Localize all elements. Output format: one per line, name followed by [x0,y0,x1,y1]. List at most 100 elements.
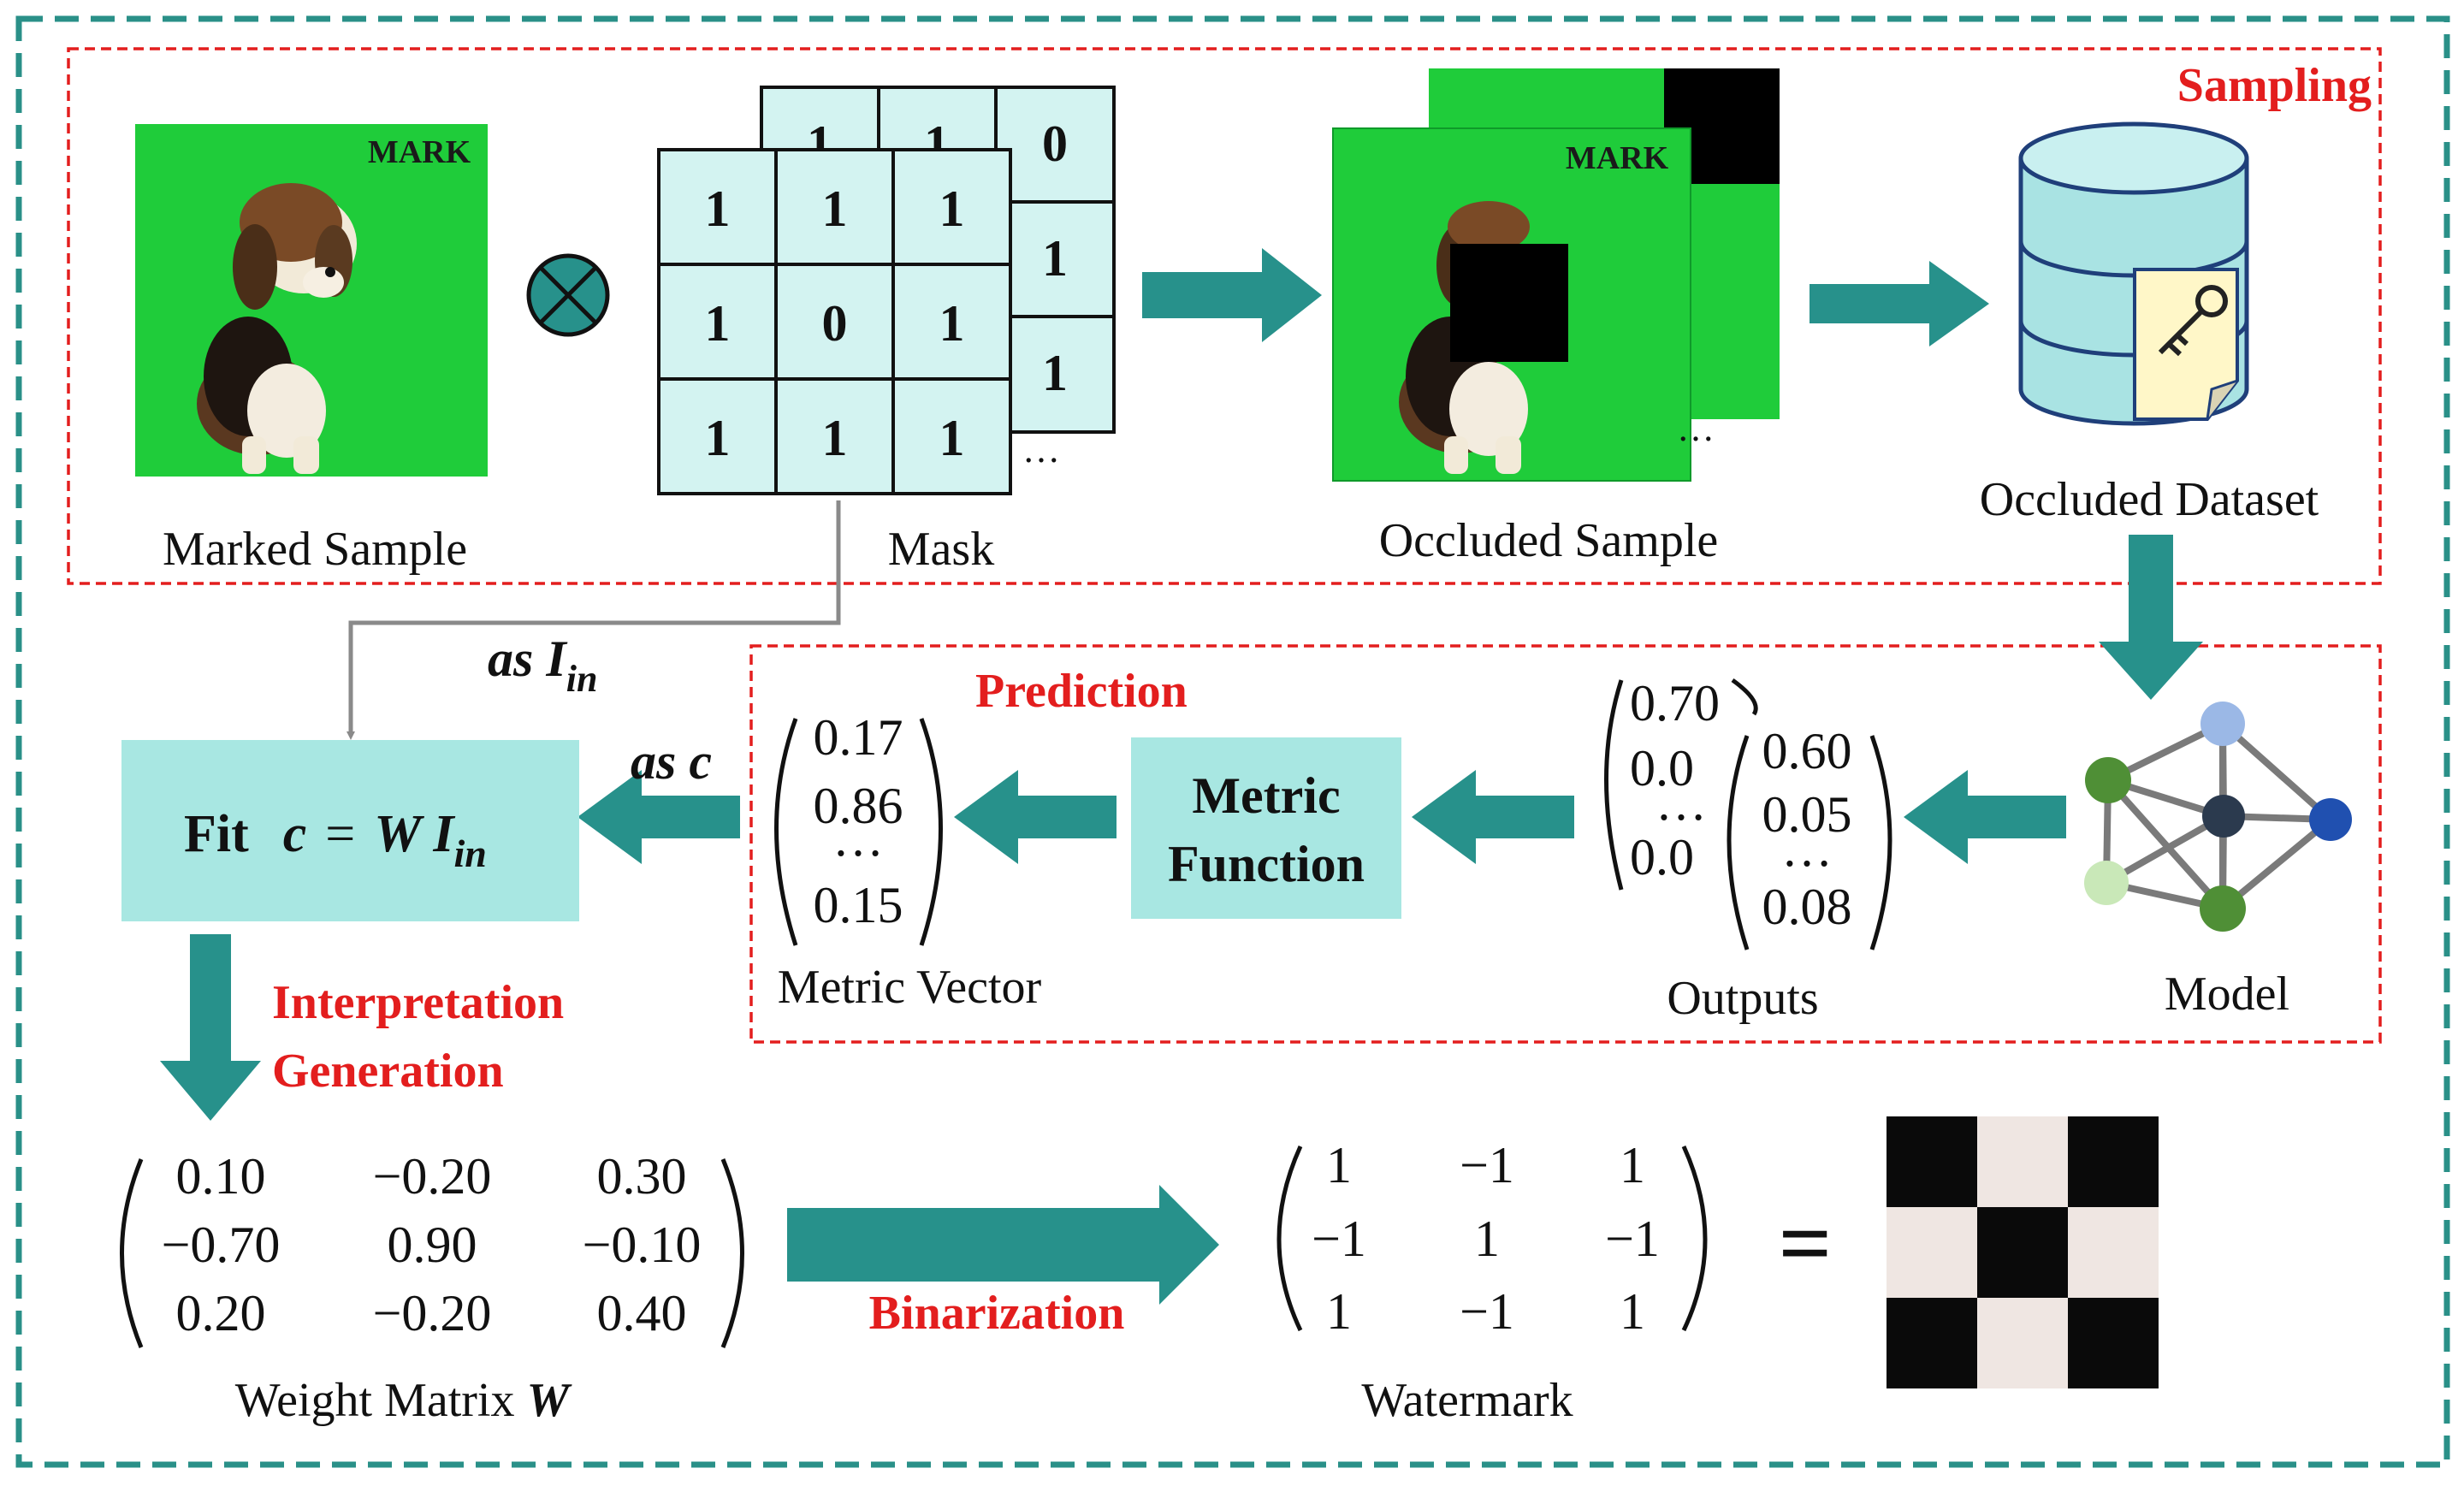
arrow-down [2099,535,2203,700]
mask-back-cell: 1 [1042,230,1068,287]
mask-cell [891,263,1012,381]
as-c-label: as c [631,733,712,790]
key-document-icon [2133,268,2239,421]
outputs-front-value: 0.05 [1762,786,1852,843]
checker-cell [1886,1116,1977,1207]
watermark-matrix-value: −1 [1460,1137,1514,1193]
weight-matrix-value: −0.20 [373,1285,492,1341]
occluded-sample-label: Occluded Sample [1379,514,1719,567]
watermark-label: Watermark [1361,1374,1573,1427]
interpretation-line1: Interpretation [272,976,564,1029]
as-iin-label: as Iin [488,631,597,700]
prediction-title: Prediction [975,665,1188,718]
arrow-left [954,770,1116,864]
mask-cell [657,377,778,495]
outputs-front-value: … [1781,820,1833,877]
weight-matrix-value: 0.30 [597,1148,687,1205]
arrow-left [1904,770,2066,864]
mask-cell-value: 1 [939,410,965,466]
checker-cell [2068,1298,2159,1388]
marked-sample-image: MARK [135,124,488,477]
sampling-region [67,47,2382,585]
mask-cell-value: 1 [705,410,731,466]
outputs-label: Outputs [1667,972,1818,1025]
watermark-matrix-value: −1 [1312,1211,1366,1267]
outer-frame [15,15,2450,1468]
mask-cell [657,263,778,381]
watermark-matrix-value: 1 [1474,1211,1500,1267]
metric-function-line1: Metric [1192,767,1340,824]
metric-function-box [1131,737,1401,919]
prediction-region [749,644,2382,1044]
arrow-right [1810,261,1989,346]
mask-cell-value: 1 [705,295,731,352]
weight-matrix-value: −0.20 [373,1148,492,1205]
arrow-left [578,770,740,864]
occluded-dataset-label: Occluded Dataset [1980,473,2319,526]
watermark-matrix-value: 1 [1326,1283,1352,1340]
mask-cell [774,263,895,381]
interpretation-line2: Generation [272,1045,504,1098]
mask-ellipsis: … [1022,429,1060,471]
outputs-vectors: 0.70 0.0 … 0.0 0.60 0.05 … 0.08 [1604,675,1892,950]
puppy-icon [197,183,357,474]
occluded-sample-image: MARK … [1332,68,1780,482]
watermark-matrix-value: 1 [1620,1137,1645,1193]
checker-cell [1886,1298,1977,1388]
outputs-back-value: … [1656,774,1707,831]
mask-cell [774,377,895,495]
outputs-front-value: 0.60 [1762,723,1852,779]
metric-vector-value: 0.86 [814,778,903,834]
checker-cell [1977,1207,2068,1298]
weight-matrix-value: −0.10 [583,1217,702,1273]
mask-back-cell: 0 [1042,115,1068,172]
model-label: Model [2165,968,2289,1021]
mask-cell-value: 1 [822,410,848,466]
checker-cell [1977,1298,2068,1388]
mask-cell-value: 1 [822,181,848,237]
mask-cell-value: 0 [822,295,848,352]
metric-vector-value: 0.17 [814,709,903,766]
mask-label: Mask [888,523,994,576]
mask-to-fit-connector [346,500,841,740]
metric-function-line2: Function [1168,836,1365,892]
weight-matrix-value: 0.40 [597,1285,687,1341]
marked-sample-label: Marked Sample [163,523,467,576]
fit-box [121,740,579,921]
weight-matrix-value: 0.20 [176,1285,266,1341]
metric-vector: 0.17 0.86 … 0.15 [774,709,943,946]
mask-cell [891,377,1012,495]
mark-text: MARK [368,134,471,170]
arrow-down [160,934,261,1121]
outputs-back-value: 0.70 [1630,675,1720,731]
neural-network-icon [2084,702,2352,932]
mask-cell-value: 1 [705,181,731,237]
arrow-right [787,1185,1219,1305]
multiply-icon [526,253,610,337]
checker-cell [1886,1207,1977,1298]
outputs-back-value: 0.0 [1630,829,1694,885]
watermark-checkerboard [1886,1116,2159,1388]
outputs-back-value: 0.0 [1630,740,1694,796]
metric-vector-label: Metric Vector [778,961,1042,1014]
weight-matrix-value: −0.70 [162,1217,281,1273]
mask-cell [891,148,1012,266]
watermark-matrix-value: 1 [1620,1283,1645,1340]
mask-cell-value: 1 [939,295,965,352]
arrow-right [1142,248,1322,342]
binarization-label: Binarization [869,1287,1125,1340]
watermark-matrix-value: −1 [1460,1283,1514,1340]
checker-cell [2068,1116,2159,1207]
checker-cell [2068,1207,2159,1298]
database-icon [2018,121,2249,426]
watermark-matrix-value: −1 [1605,1211,1660,1267]
metric-vector-value: … [832,810,884,867]
mask-back-cell: 1 [1042,345,1068,401]
weight-matrix-value: 0.10 [176,1148,266,1205]
sampling-title: Sampling [2177,59,2372,112]
